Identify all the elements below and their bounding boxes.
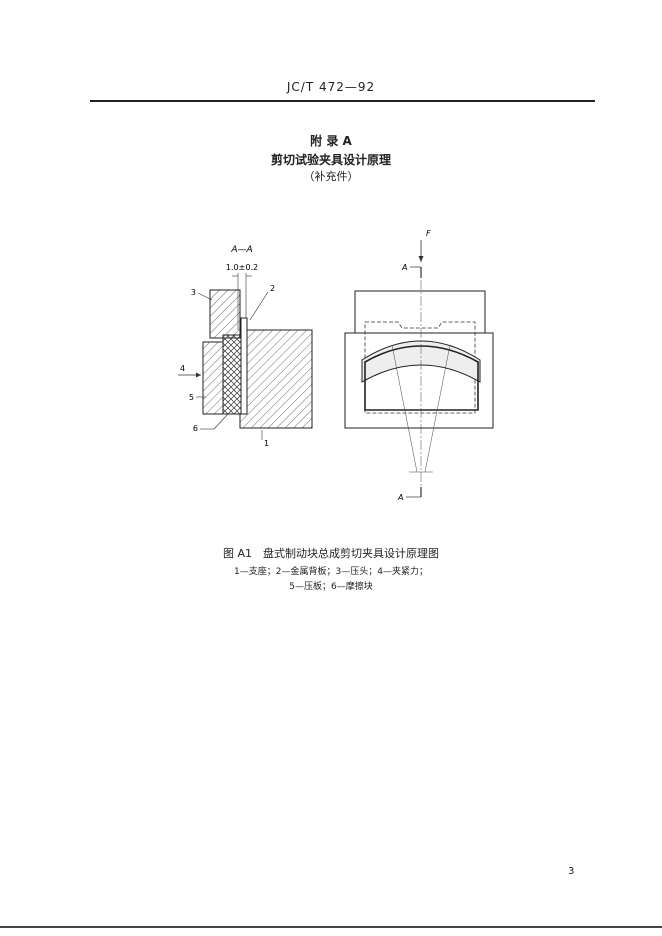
callout-5: 5 xyxy=(189,393,194,402)
standard-code-header: JC/T 472—92 xyxy=(286,80,376,94)
figure-legend-line-2: 5—压板；6—摩擦块 xyxy=(289,582,373,592)
callout-6: 6 xyxy=(193,424,198,433)
pressure-plate-part xyxy=(202,341,224,415)
press-head-part xyxy=(209,289,241,339)
appendix-title: 剪切试验夹具设计原理 xyxy=(270,153,391,167)
section-label: A—A xyxy=(230,245,252,255)
header-rule xyxy=(90,100,595,102)
shear-fixture-diagram: A—A 1.0±0.2 3 2 4 5 6 1 F A A xyxy=(178,229,494,502)
page-number: 3 xyxy=(568,866,575,877)
callout-1: 1 xyxy=(264,439,269,448)
friction-block-part xyxy=(222,334,242,415)
metal-backplate-part xyxy=(240,317,248,415)
section-marker-top: A xyxy=(401,263,407,272)
callout-2: 2 xyxy=(270,284,275,293)
section-marker-bottom: A xyxy=(397,493,403,502)
appendix-note: （补充件） xyxy=(303,170,359,183)
callout-4: 4 xyxy=(180,364,185,373)
callout-3: 3 xyxy=(191,288,196,297)
force-label: F xyxy=(426,229,431,238)
figure-legend-line-1: 1—支座；2—金属背板；3—压头；4—夹紧力； xyxy=(234,567,428,577)
dimension-label: 1.0±0.2 xyxy=(226,263,258,272)
page-bottom-edge xyxy=(0,926,662,928)
appendix-label: 附 录 A xyxy=(310,134,352,148)
figure-caption: 图 A1 盘式制动块总成剪切夹具设计原理图 xyxy=(222,547,440,560)
support-base-part xyxy=(239,329,313,429)
upper-press-body xyxy=(354,290,486,334)
